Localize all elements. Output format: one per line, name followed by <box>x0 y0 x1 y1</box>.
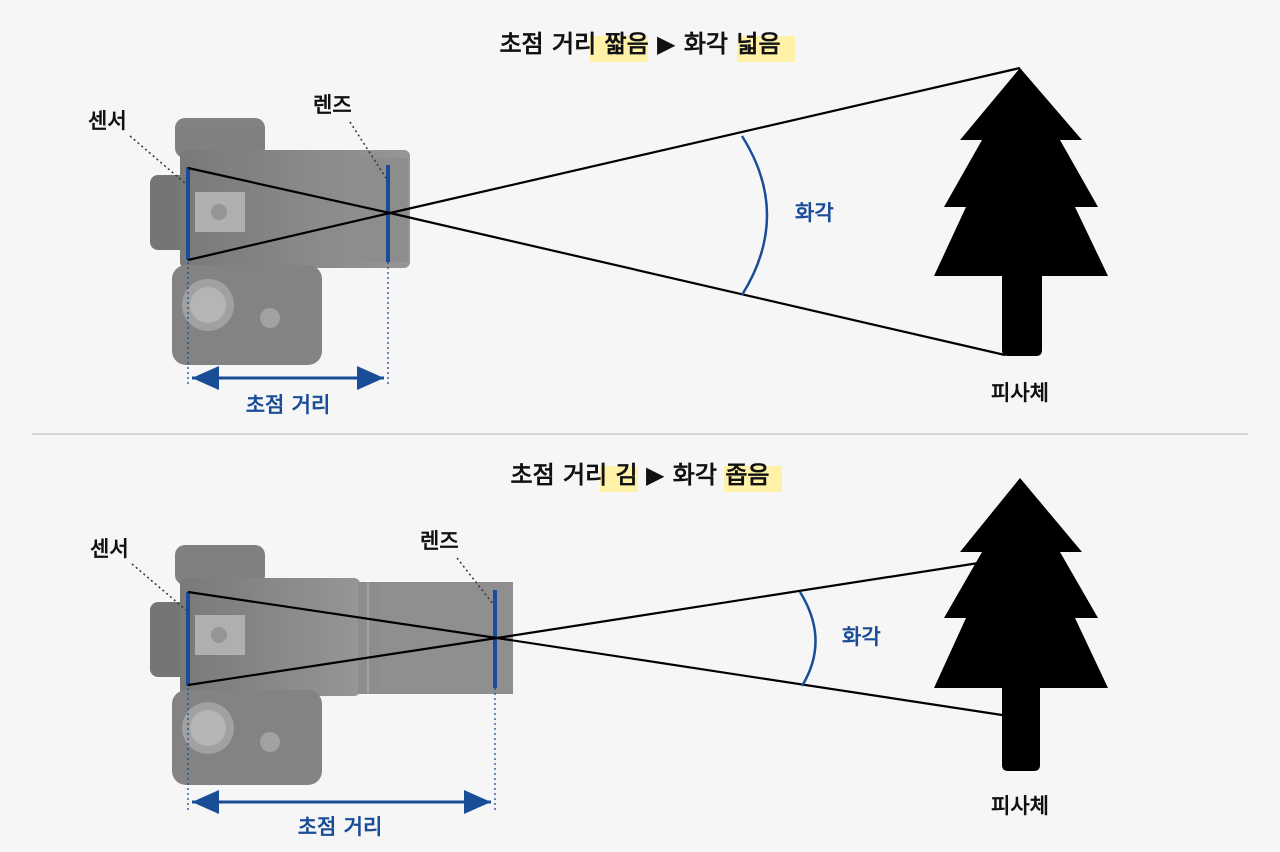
highlight-short <box>590 36 648 62</box>
lens-label: 렌즈 <box>313 93 352 117</box>
sensor-leader <box>129 135 187 185</box>
lens-leader <box>349 121 387 179</box>
camera-body <box>150 545 513 785</box>
angle-label: 화각 <box>795 201 834 225</box>
sensor-label: 센서 <box>88 109 127 133</box>
angle-arc <box>798 591 817 687</box>
tree-icon <box>934 68 1108 356</box>
light-rays <box>187 560 1003 717</box>
highlight-wide <box>737 36 795 62</box>
panel-title: 초점 거리 김 ▶ 화각 좁음 <box>511 461 770 489</box>
panel-short-focal: 초점 거리 짧음 ▶ 화각 넓음 화각 센서 <box>88 30 1108 417</box>
angle-label: 화각 <box>842 625 881 649</box>
panel-title: 초점 거리 짧음 ▶ 화각 넓음 <box>499 30 780 58</box>
focal-length-label: 초점 거리 <box>298 815 383 839</box>
focal-length-label: 초점 거리 <box>246 393 331 417</box>
light-rays <box>187 66 1021 357</box>
angle-arc <box>740 135 769 296</box>
lens-label: 렌즈 <box>420 529 459 553</box>
sensor-label: 센서 <box>90 537 129 561</box>
tree-icon <box>934 478 1108 771</box>
subject-label: 피사체 <box>991 794 1049 818</box>
subject-label: 피사체 <box>991 381 1049 405</box>
highlight-long <box>600 466 638 492</box>
panel-long-focal: 초점 거리 김 ▶ 화각 좁음 화각 <box>90 461 1108 839</box>
highlight-narrow <box>724 466 782 492</box>
sensor-leader <box>131 563 187 611</box>
